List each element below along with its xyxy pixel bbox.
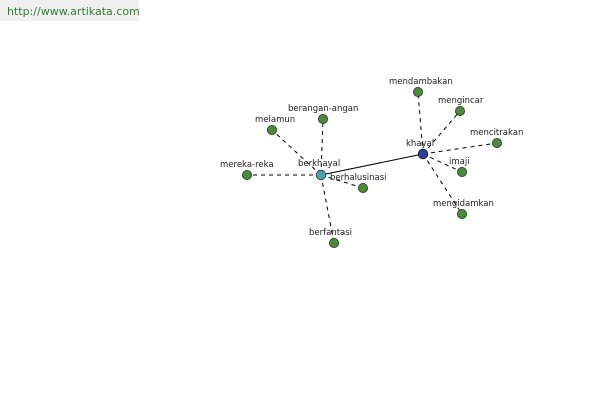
source-url-link[interactable]: http://www.artikata.com [7,5,140,18]
node-mengidamkan[interactable] [456,208,467,219]
edge-khayal-mengincar [422,110,461,155]
hub-label-berkhayal[interactable]: berkhayal [298,159,340,169]
node-imaji[interactable] [456,166,467,177]
hub-node-berkhayal[interactable] [315,169,327,181]
edge-berkhayal-berangan-angan [320,118,324,176]
url-bar: http://www.artikata.com [0,0,140,21]
node-mengincar[interactable] [454,106,465,117]
hub-node-khayal[interactable] [417,148,429,160]
node-mendambakan[interactable] [412,87,423,98]
edge-berkhayal-berfantasi [320,174,335,244]
node-mencitrakan[interactable] [491,137,502,148]
label-melamun[interactable]: melamun [255,115,295,125]
edge-khayal-imaji [422,153,463,173]
label-mengidamkan[interactable]: mengidamkan [433,199,494,209]
label-mencitrakan[interactable]: mencitrakan [470,128,523,138]
edge-berkhayal-melamun [271,129,322,176]
node-mereka-reka[interactable] [241,169,252,180]
node-berhalusinasi[interactable] [357,182,368,193]
edge-khayal-mendambakan [417,91,424,155]
label-mengincar[interactable]: mengincar [438,96,484,106]
label-mendambakan[interactable]: mendambakan [389,77,453,87]
label-mereka-reka[interactable]: mereka-reka [220,160,274,170]
node-melamun[interactable] [266,125,277,136]
node-berfantasi[interactable] [328,237,339,248]
label-berangan-angan[interactable]: berangan-angan [288,104,358,114]
edge-khayal-mengidamkan [422,153,463,215]
label-berhalusinasi[interactable]: berhalusinasi [330,173,387,183]
node-berangan-angan[interactable] [317,114,328,125]
graph-nodes [241,87,502,248]
graph-edges [247,91,498,244]
label-berfantasi[interactable]: berfantasi [309,228,352,238]
hub-label-khayal[interactable]: khayal [406,139,434,149]
label-imaji[interactable]: imaji [449,157,470,167]
edge-berkhayal-khayal [320,153,424,176]
